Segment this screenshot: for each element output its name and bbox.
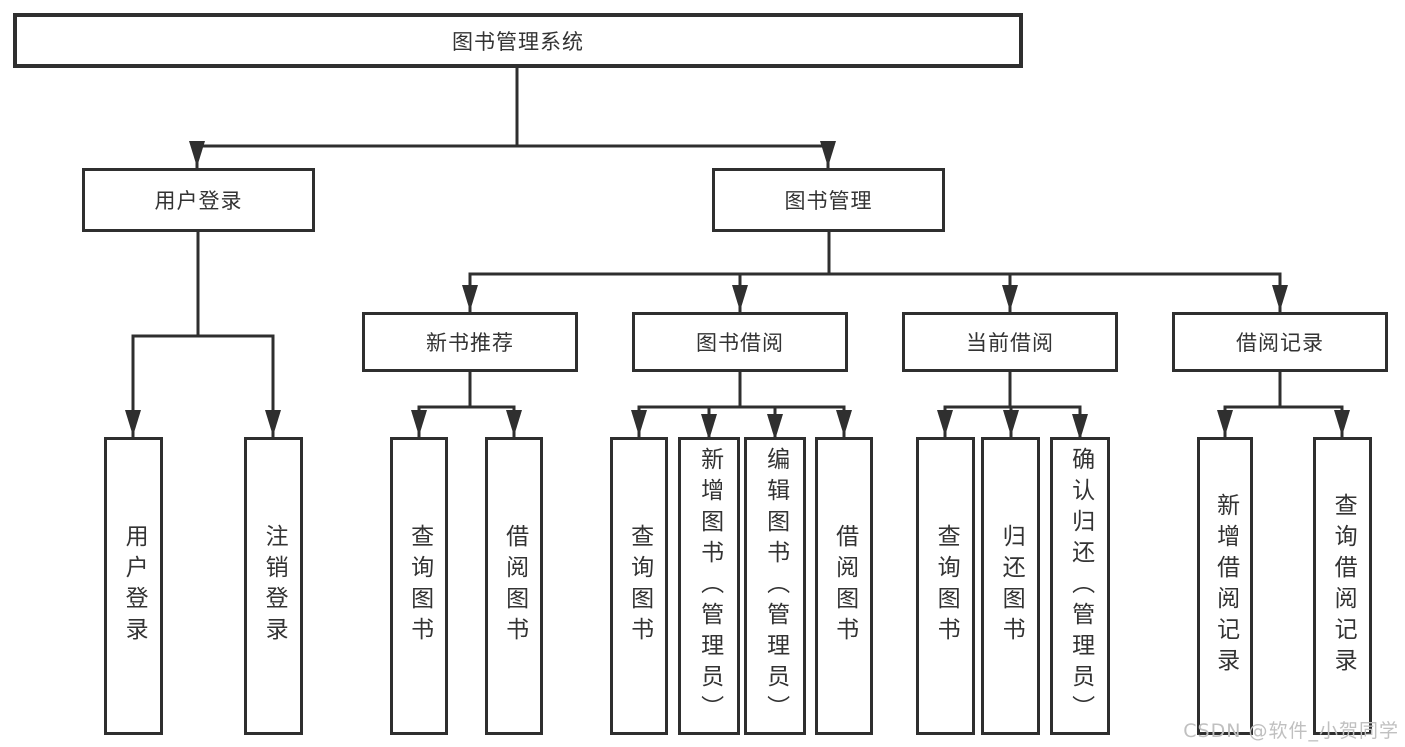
leaf-edit-books-admin: 编辑图书（管理员） <box>744 437 806 735</box>
leaf-user-login: 用户登录 <box>104 437 163 735</box>
leaf-query-books-recommend: 查询图书 <box>390 437 448 735</box>
leaf-borrow-books-label: 借阅图书 <box>831 524 858 648</box>
node-book-management: 图书管理 <box>712 168 945 232</box>
leaf-query-books-borrow: 查询图书 <box>610 437 668 735</box>
leaf-user-login-label: 用户登录 <box>121 524 148 648</box>
node-book-borrowing: 图书借阅 <box>632 312 848 372</box>
csdn-watermark: CSDN @软件_小贺同学 <box>1183 720 1399 742</box>
node-current-borrowing: 当前借阅 <box>902 312 1118 372</box>
node-new-book-recommendation: 新书推荐 <box>362 312 578 372</box>
node-user-login: 用户登录 <box>82 168 315 232</box>
leaf-logout: 注销登录 <box>244 437 303 735</box>
node-borrowing-records: 借阅记录 <box>1172 312 1388 372</box>
node-library-system: 图书管理系统 <box>13 13 1023 68</box>
leaf-query-borrow-record: 查询借阅记录 <box>1313 437 1372 735</box>
leaf-query-books-recommend-label: 查询图书 <box>406 524 433 648</box>
node-book-borrowing-label: 图书借阅 <box>696 331 784 355</box>
node-user-login-label: 用户登录 <box>154 189 243 213</box>
leaf-return-books-label: 归还图书 <box>998 524 1025 648</box>
leaf-logout-label: 注销登录 <box>261 524 288 648</box>
leaf-add-books-admin-label: 新增图书（管理员） <box>696 446 723 726</box>
leaf-borrow-books-recommend: 借阅图书 <box>485 437 543 735</box>
leaf-confirm-return-admin: 确认归还（管理员） <box>1050 437 1110 735</box>
leaf-borrow-books-recommend-label: 借阅图书 <box>501 524 528 648</box>
leaf-borrow-books: 借阅图书 <box>815 437 873 735</box>
leaf-add-borrow-record: 新增借阅记录 <box>1197 437 1253 735</box>
leaf-query-books-borrow-label: 查询图书 <box>626 524 653 648</box>
leaf-add-borrow-record-label: 新增借阅记录 <box>1212 493 1239 679</box>
node-current-borrowing-label: 当前借阅 <box>966 331 1054 355</box>
node-new-book-recommendation-label: 新书推荐 <box>426 331 514 355</box>
leaf-query-books-current: 查询图书 <box>916 437 975 735</box>
leaf-add-books-admin: 新增图书（管理员） <box>678 437 740 735</box>
leaf-confirm-return-admin-label: 确认归还（管理员） <box>1067 446 1094 726</box>
leaf-edit-books-admin-label: 编辑图书（管理员） <box>762 446 789 726</box>
leaf-query-books-current-label: 查询图书 <box>933 524 960 648</box>
node-book-management-label: 图书管理 <box>784 189 873 213</box>
leaf-return-books: 归还图书 <box>981 437 1040 735</box>
node-library-system-label: 图书管理系统 <box>452 29 584 54</box>
leaf-query-borrow-record-label: 查询借阅记录 <box>1330 493 1357 679</box>
node-borrowing-records-label: 借阅记录 <box>1236 331 1324 355</box>
